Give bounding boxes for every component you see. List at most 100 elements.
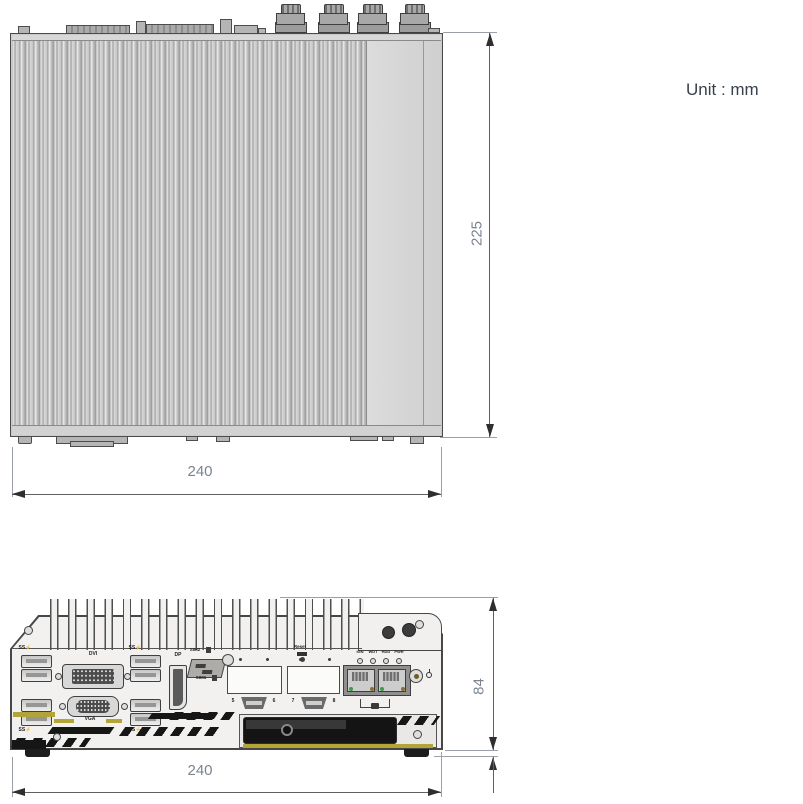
led-label: IGN [356, 649, 364, 654]
heatsink-fins-front [50, 599, 364, 650]
screw-hole [266, 658, 269, 661]
extension-line [441, 447, 442, 497]
unit-label: Unit : mm [686, 80, 759, 99]
usb-port [21, 669, 52, 682]
panel-screw [413, 730, 422, 739]
panel-screw [53, 733, 61, 741]
m12-connector [318, 4, 350, 33]
m12-connector [275, 4, 307, 33]
pin-connector [301, 697, 327, 709]
cassette-panel-line [423, 41, 424, 425]
hdd-tray-groove [246, 720, 346, 729]
usb-port [130, 669, 161, 682]
fin-base-line [12, 648, 362, 650]
accent-dash [54, 719, 74, 723]
front-tab-edge [350, 436, 378, 441]
blank-plate [227, 666, 282, 694]
status-led [357, 658, 363, 664]
extension-line [12, 447, 13, 497]
rear-connector-small [428, 28, 440, 33]
chassis-bottom-edge-band [12, 425, 441, 435]
arrowhead-left [12, 490, 25, 498]
arrowhead-right [428, 788, 441, 796]
connector-screw [55, 673, 62, 680]
screw-hole [328, 658, 331, 661]
usb3-ss-icon: SS⚡ [18, 645, 32, 651]
sim-card-icon [206, 647, 211, 653]
usb-port [21, 699, 52, 712]
arrowhead-down [486, 424, 494, 437]
usb-port [21, 655, 52, 668]
rear-connector-tab [220, 19, 232, 34]
m12-connector [357, 4, 389, 33]
dvi-label: DVI [88, 651, 98, 657]
dim-label-depth: 225 [468, 220, 486, 247]
dim-label-width: 240 [187, 762, 213, 779]
rubber-foot [25, 749, 50, 757]
dimension-line-depth [489, 33, 491, 437]
antenna-hole [382, 626, 395, 639]
accent-dash [106, 719, 122, 723]
power-button-led [414, 674, 419, 679]
pin-label: 5 [231, 698, 235, 704]
dim-label-width: 240 [187, 463, 213, 480]
extension-line [12, 757, 13, 797]
dvi-pins [72, 669, 114, 684]
front-tab-edge [186, 436, 198, 441]
dimension-line-tail [493, 757, 495, 793]
led-label: PWR [394, 649, 404, 654]
top-view: 225 240 [0, 0, 520, 520]
reset-button-slot [297, 652, 307, 656]
heatsink-fins-top [12, 41, 366, 425]
sim-card-icon [212, 675, 217, 681]
status-led [383, 658, 389, 664]
dp-pins [173, 669, 183, 706]
usb3-ss-icon: SS⚡ [18, 727, 32, 733]
front-dsub-edge-inner [70, 441, 114, 447]
arrowhead-left [12, 788, 25, 796]
reset-button [300, 657, 305, 662]
front-tab-edge [382, 436, 394, 441]
link-led [349, 687, 353, 691]
arrowhead-up [489, 598, 497, 611]
usb-port [130, 699, 161, 712]
status-led [396, 658, 402, 664]
led-label: HDD [381, 649, 391, 654]
rj45-port [378, 669, 406, 692]
pin-connector [241, 697, 267, 709]
usb3-ss-icon: SS⚡ [128, 645, 142, 651]
rj45-port [347, 669, 375, 692]
pin-label: 7 [291, 698, 295, 704]
chassis-top-edge-band [12, 35, 441, 41]
screw-hole [239, 658, 242, 661]
reset-label: Reset [293, 644, 307, 649]
corner-screw [24, 626, 33, 635]
connector-screw [124, 673, 131, 680]
m12-connector [399, 4, 431, 33]
antenna-hole [402, 623, 416, 637]
front-tab-edge [216, 436, 230, 442]
blank-plate [287, 666, 340, 694]
sim1-label: SIM1 [195, 675, 207, 680]
extension-line [280, 597, 498, 598]
connector-screw [121, 703, 128, 710]
extension-line [434, 756, 498, 757]
rubber-foot [404, 749, 429, 757]
accent-dash [13, 712, 55, 717]
sim-eject-button [222, 654, 234, 666]
dim-label-height: 84 [470, 678, 488, 695]
arrowhead-down [489, 737, 497, 750]
dimension-line-width [12, 792, 441, 794]
hdd-tray-lock [281, 724, 293, 736]
act-led [370, 687, 374, 691]
vga-label: VGA [84, 716, 96, 722]
pin-label: 8 [332, 698, 336, 704]
decor-hazard-stripes [396, 716, 441, 725]
extension-line [441, 752, 442, 797]
sim2-label: SIM2 [189, 647, 201, 652]
lan-icon-node [371, 703, 379, 709]
status-led [370, 658, 376, 664]
cassette-panel-top [366, 41, 441, 425]
front-foot-edge [18, 436, 32, 444]
